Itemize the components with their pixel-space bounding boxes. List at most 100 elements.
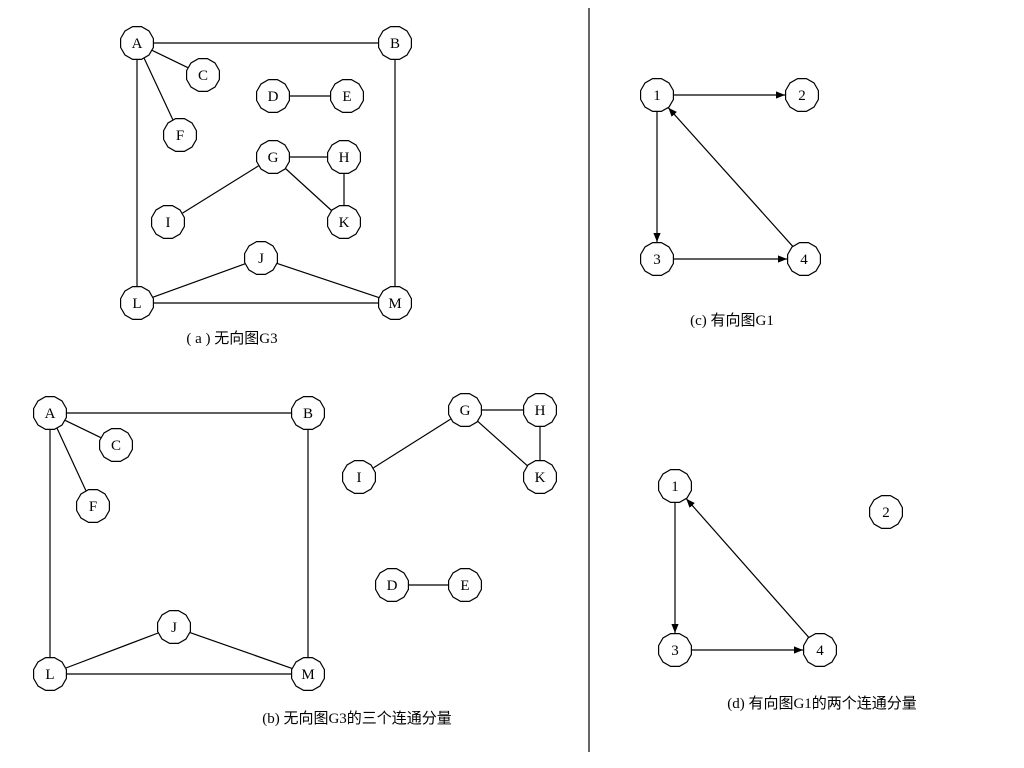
- node-B-shape: [378, 26, 412, 61]
- node-L: L: [32, 656, 68, 692]
- node-I-label: I: [357, 470, 362, 486]
- node-I: I: [151, 205, 185, 239]
- node-A-shape: [32, 396, 68, 430]
- node-3: 3: [639, 242, 675, 276]
- node-4-shape: [802, 632, 838, 668]
- edge-G-K: [285, 168, 332, 211]
- node-D-label: D: [268, 89, 279, 105]
- node-K-label: K: [339, 215, 350, 231]
- node-2-shape: [784, 77, 820, 113]
- node-1: 1: [657, 469, 693, 503]
- node-H-shape: [327, 140, 361, 174]
- edge-J-M: [189, 632, 293, 669]
- node-3-label: 3: [671, 643, 679, 659]
- node-4-label: 4: [800, 252, 808, 268]
- node-E-label: E: [342, 89, 351, 105]
- node-E: E: [330, 78, 364, 114]
- node-L-shape: [119, 286, 154, 320]
- caption-a: ( a ) 无向图G3: [186, 330, 277, 347]
- node-D-shape: [375, 567, 409, 603]
- edge-J-L: [152, 263, 246, 298]
- node-L: L: [119, 286, 154, 320]
- node-E-shape: [448, 567, 482, 603]
- edge-A-F: [56, 428, 87, 491]
- node-1: 1: [639, 77, 675, 113]
- node-I-label: I: [166, 215, 171, 231]
- node-D: D: [256, 78, 290, 114]
- node-I-shape: [151, 205, 185, 239]
- edge-A-C: [65, 419, 101, 439]
- node-L-shape: [32, 656, 68, 692]
- node-J: J: [157, 609, 191, 645]
- node-B: B: [291, 396, 325, 430]
- node-2: 2: [784, 77, 820, 113]
- node-F: F: [163, 117, 197, 152]
- node-2: 2: [868, 495, 904, 530]
- edge-4-1: [685, 498, 810, 638]
- node-G-label: G: [268, 150, 279, 166]
- node-4-shape: [786, 242, 822, 276]
- node-M: M: [291, 656, 325, 692]
- node-I-shape: [342, 460, 376, 494]
- node-C-shape: [98, 428, 133, 462]
- node-3: 3: [657, 632, 693, 668]
- node-D-shape: [256, 78, 290, 114]
- node-1-label: 1: [653, 88, 661, 104]
- edge-G-I: [182, 165, 259, 214]
- caption-b: (b) 无向图G3的三个连通分量: [262, 710, 452, 727]
- node-J: J: [244, 241, 278, 275]
- node-G-label: G: [460, 403, 471, 419]
- node-4-label: 4: [816, 643, 824, 659]
- node-E: E: [448, 567, 482, 603]
- node-G-shape: [256, 140, 290, 174]
- node-J-shape: [157, 609, 191, 645]
- node-C-label: C: [198, 68, 208, 84]
- node-H-label: H: [339, 150, 350, 166]
- node-J-label: J: [258, 251, 264, 267]
- diagram-a: A B C D E F G H I J K L M ( a ) 无向图G3: [119, 26, 412, 347]
- node-K-label: K: [535, 470, 546, 486]
- edge-J-M: [276, 262, 380, 299]
- node-D-label: D: [387, 578, 398, 594]
- node-M-shape: [291, 656, 325, 692]
- node-3-label: 3: [653, 252, 661, 268]
- node-M-label: M: [388, 296, 401, 312]
- node-L-label: L: [132, 296, 141, 312]
- edge-G-I: [373, 418, 451, 469]
- node-A-label: A: [45, 406, 56, 422]
- node-A-shape: [119, 26, 154, 61]
- node-K: K: [327, 205, 361, 239]
- edge-J-L: [65, 632, 159, 669]
- caption-c: (c) 有向图G1: [690, 312, 774, 329]
- node-B-label: B: [390, 36, 400, 52]
- node-A: A: [119, 26, 154, 61]
- node-D: D: [375, 567, 409, 603]
- node-G-shape: [448, 393, 482, 427]
- node-K-shape: [522, 460, 558, 494]
- node-F-label: F: [176, 128, 184, 144]
- node-F-shape: [163, 117, 197, 152]
- node-J-label: J: [171, 620, 177, 636]
- node-F-label: F: [89, 499, 97, 515]
- node-A-label: A: [132, 36, 143, 52]
- node-K: K: [522, 460, 558, 494]
- node-E-shape: [330, 78, 364, 114]
- node-G: G: [448, 393, 482, 427]
- node-F-shape: [75, 489, 111, 524]
- edge-A-F: [143, 58, 174, 120]
- node-B-label: B: [303, 406, 313, 422]
- node-3-shape: [657, 632, 693, 668]
- edge-4-1: [667, 107, 794, 247]
- node-B: B: [378, 26, 412, 61]
- node-C-shape: [186, 57, 220, 93]
- node-G: G: [256, 140, 290, 174]
- node-M-label: M: [301, 667, 314, 683]
- node-B-shape: [291, 396, 325, 430]
- edge-A-C: [152, 49, 188, 69]
- node-C-label: C: [111, 438, 121, 454]
- node-K-shape: [327, 205, 361, 239]
- node-M-shape: [378, 286, 412, 320]
- node-2-shape: [868, 495, 904, 530]
